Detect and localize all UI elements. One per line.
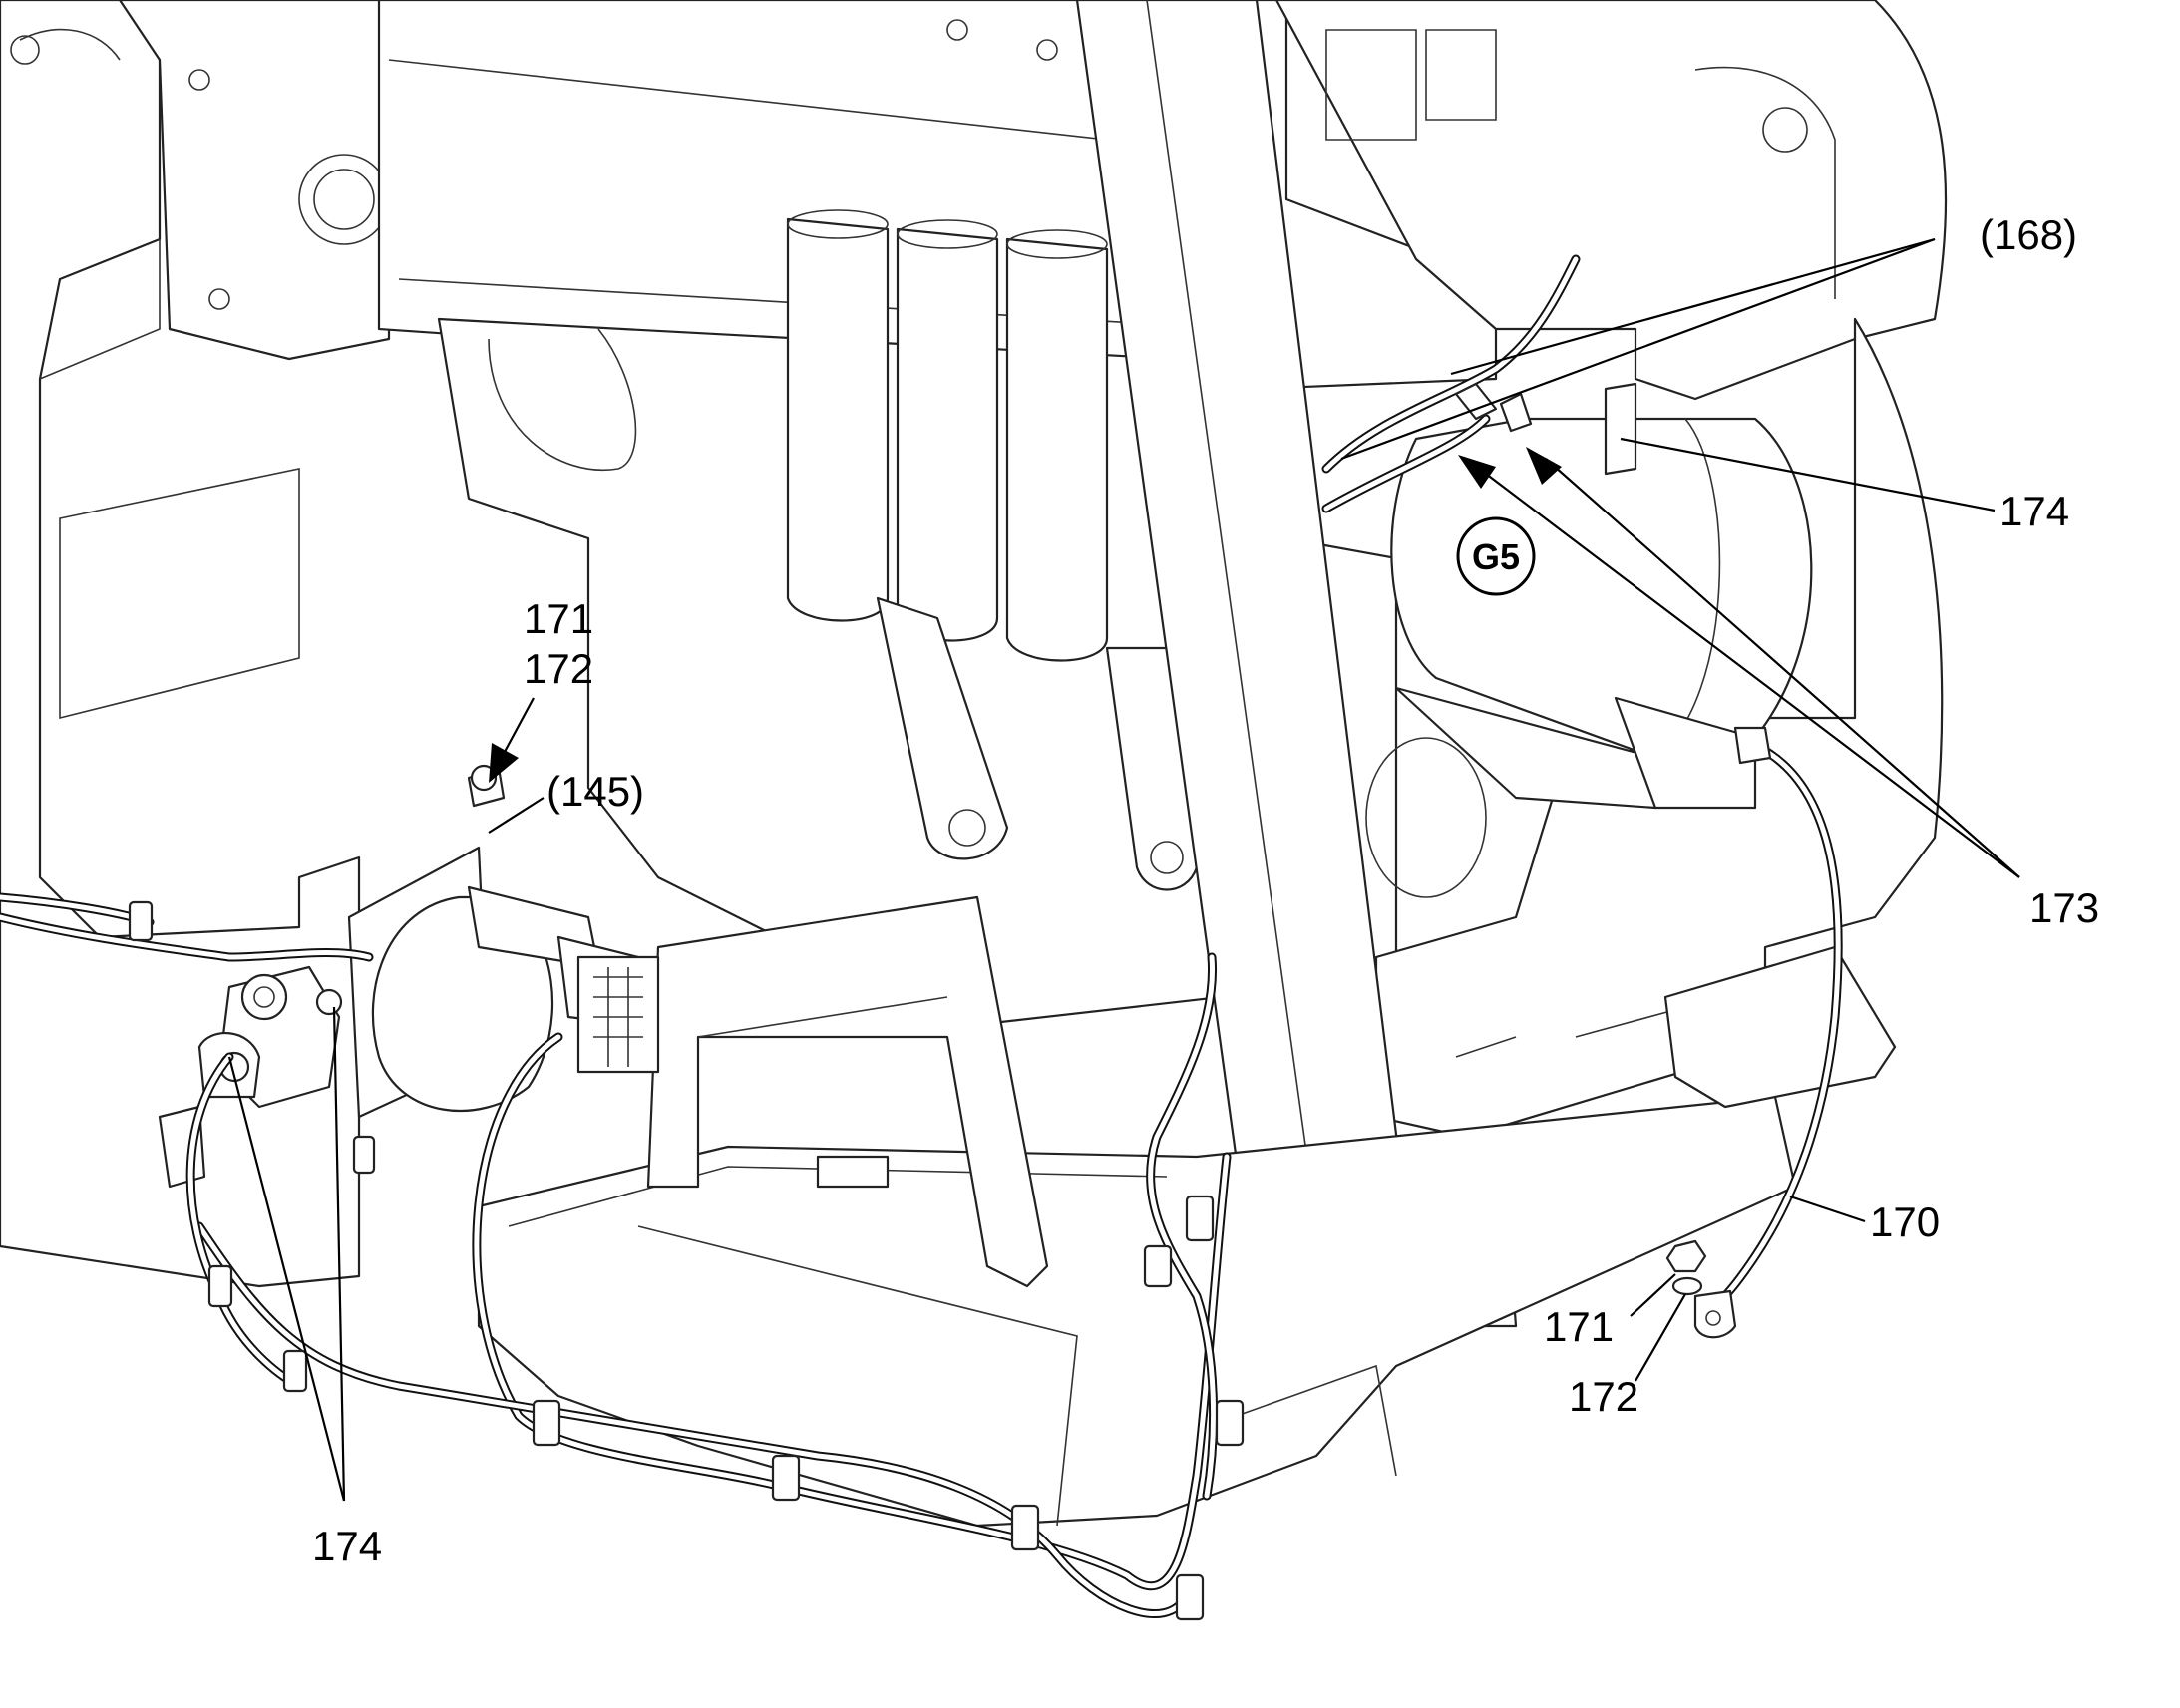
callout-171-bottom: 171 [1544,1303,1614,1350]
callout-labels: (168) 174 171 172 (145) 173 170 171 172 … [312,211,2099,1569]
callout-173: 173 [2029,884,2099,931]
callout-172-top: 172 [524,645,593,692]
washer-icon [1671,1276,1703,1296]
cable-clamps [128,764,1707,1621]
callout-174-bottom: 174 [312,1523,382,1569]
callout-170: 170 [1870,1198,1940,1245]
callout-168: (168) [1980,211,2077,258]
callout-172-bottom: 172 [1569,1373,1638,1420]
g5-badge-label: G5 [1472,536,1520,577]
g5-badge: G5 [1456,516,1536,596]
callout-171-top: 171 [524,595,593,642]
leader-lines [227,237,2020,1502]
engine-body [0,0,1948,1528]
connector-grid [593,967,643,1067]
callout-174-right: 174 [1999,488,2069,534]
nut-icon [1665,1239,1707,1273]
callout-145: (145) [546,768,644,815]
